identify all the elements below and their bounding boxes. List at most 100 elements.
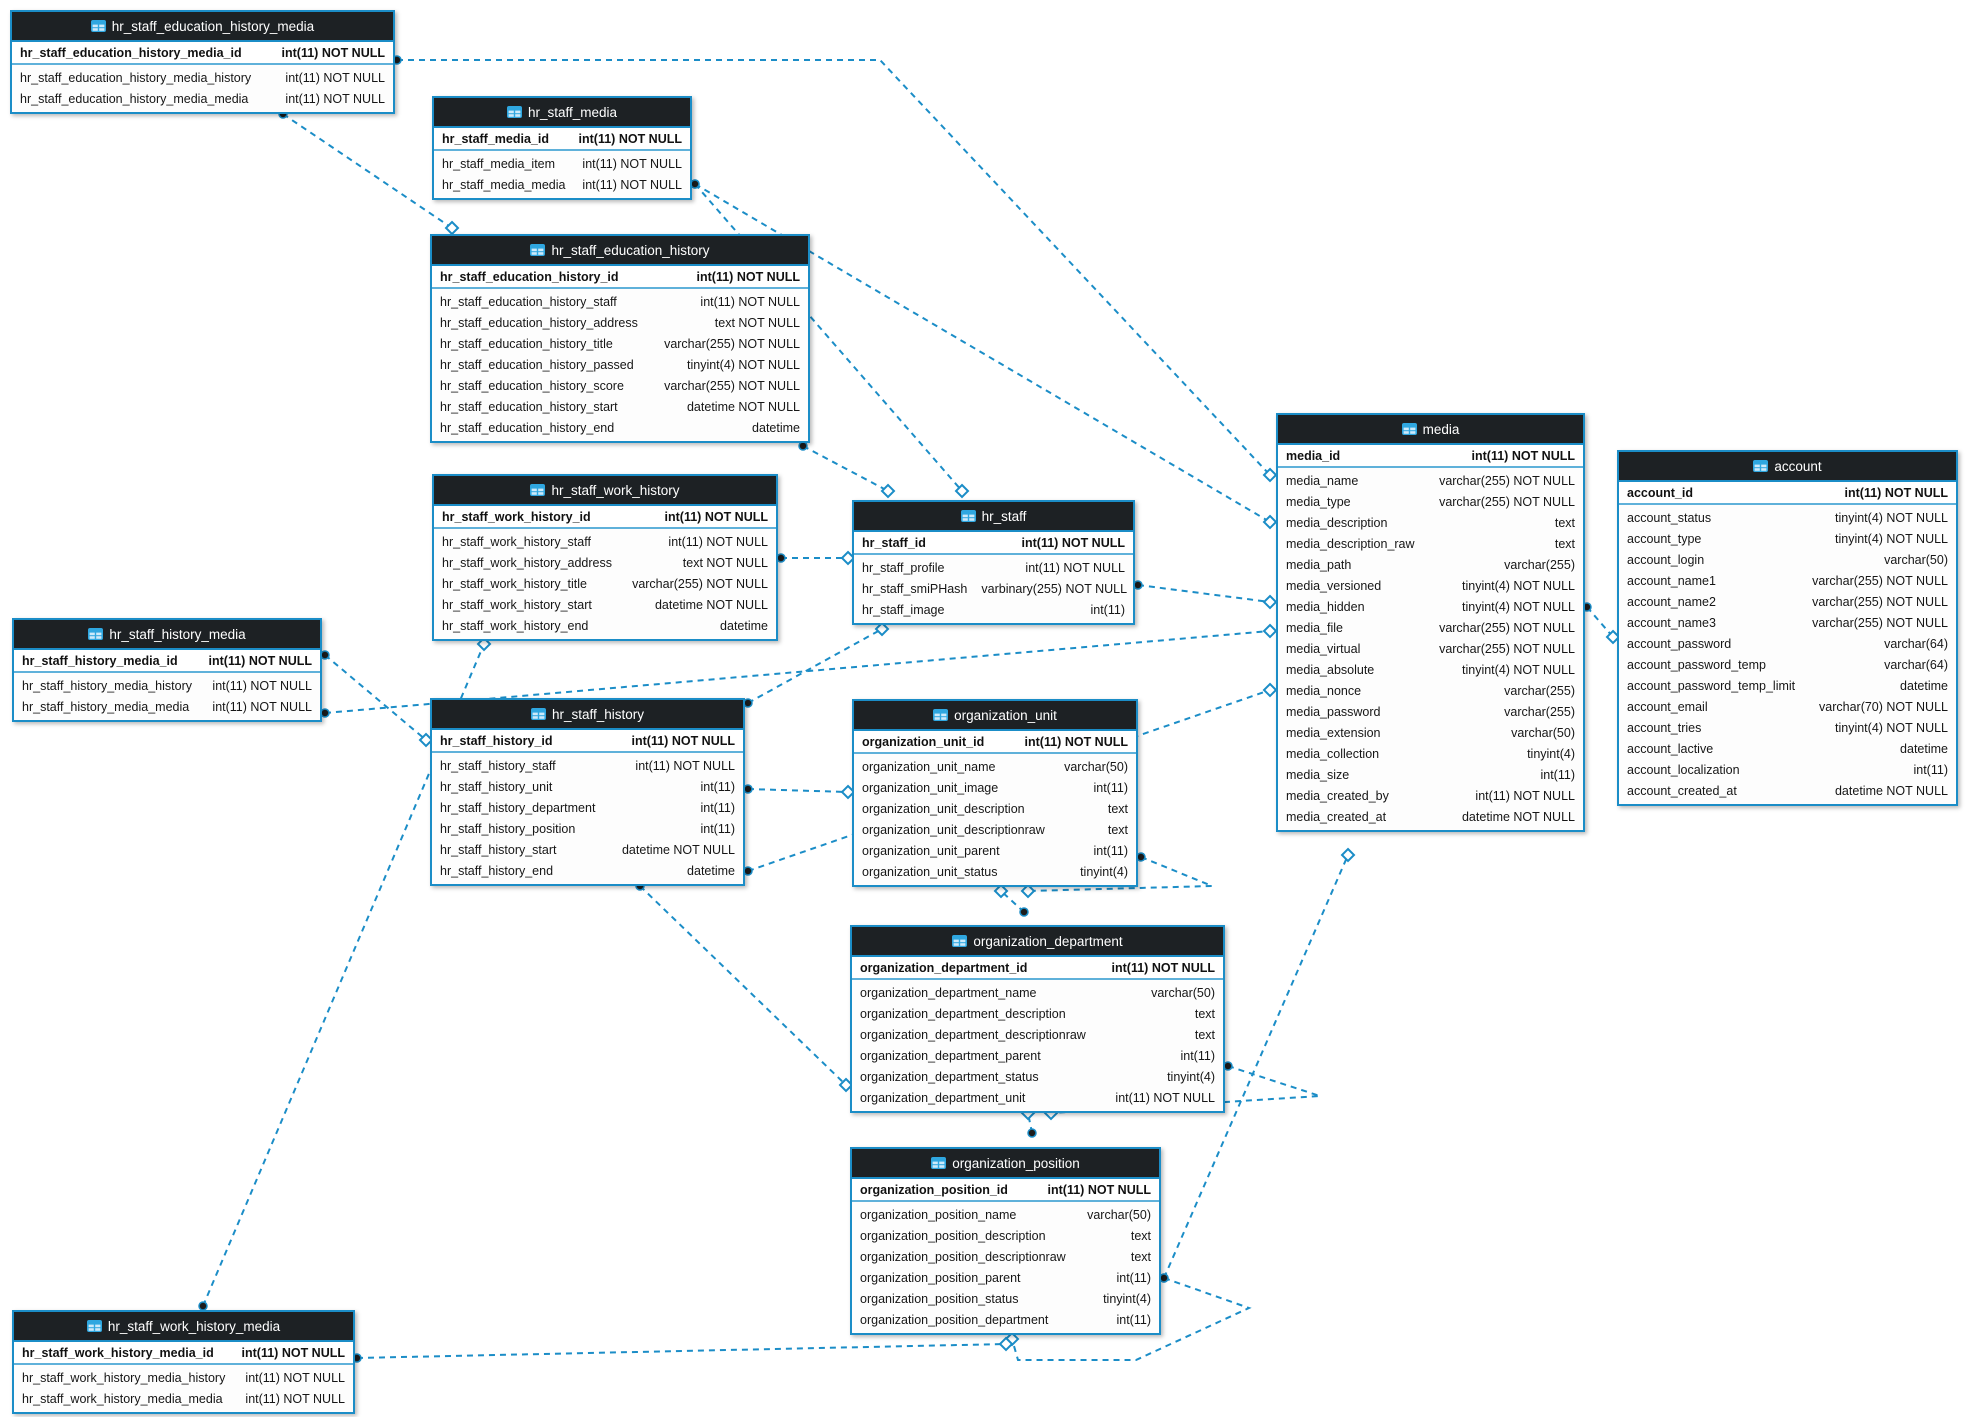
column-row[interactable]: account_name2 varchar(255) NOT NULL — [1619, 591, 1956, 612]
table-hr_staff_media[interactable]: hr_staff_media hr_staff_media_id int(11)… — [432, 96, 692, 200]
column-row[interactable]: hr_staff_work_history_media_history int(… — [14, 1367, 353, 1388]
table-media[interactable]: media media_id int(11) NOT NULL media_na… — [1276, 413, 1585, 832]
column-row[interactable]: organization_position_status tinyint(4) — [852, 1288, 1159, 1309]
column-row[interactable]: account_type tinyint(4) NOT NULL — [1619, 528, 1956, 549]
column-row[interactable]: hr_staff_image int(11) — [854, 599, 1133, 620]
table-hr_staff_work_history[interactable]: hr_staff_work_history hr_staff_work_hist… — [432, 474, 778, 641]
column-row[interactable]: organization_position_description text — [852, 1225, 1159, 1246]
column-row[interactable]: account_password varchar(64) — [1619, 633, 1956, 654]
column-row[interactable]: hr_staff_education_history_media_media i… — [12, 88, 393, 109]
column-row[interactable]: account_localization int(11) — [1619, 759, 1956, 780]
column-row[interactable]: hr_staff_education_history_passed tinyin… — [432, 354, 808, 375]
column-row[interactable]: media_extension varchar(50) — [1278, 722, 1583, 743]
column-row[interactable]: media_name varchar(255) NOT NULL — [1278, 470, 1583, 491]
table-header[interactable]: organization_position — [852, 1149, 1159, 1179]
relationship-hr_staff_work_history-to-hr_staff[interactable] — [776, 550, 856, 566]
column-row[interactable]: hr_staff_media_item int(11) NOT NULL — [434, 153, 690, 174]
column-row[interactable]: media_type varchar(255) NOT NULL — [1278, 491, 1583, 512]
column-row[interactable]: account_status tinyint(4) NOT NULL — [1619, 507, 1956, 528]
table-header[interactable]: hr_staff — [854, 502, 1133, 532]
table-hr_staff[interactable]: hr_staff hr_staff_id int(11) NOT NULL hr… — [852, 500, 1135, 625]
column-row[interactable]: hr_staff_profile int(11) NOT NULL — [854, 557, 1133, 578]
column-row[interactable]: hr_staff_work_history_address text NOT N… — [434, 552, 776, 573]
column-row[interactable]: hr_staff_work_history_start datetime NOT… — [434, 594, 776, 615]
column-row[interactable]: organization_unit_parent int(11) — [854, 840, 1136, 861]
column-row[interactable]: account_name3 varchar(255) NOT NULL — [1619, 612, 1956, 633]
column-row[interactable]: hr_staff_education_history_start datetim… — [432, 396, 808, 417]
column-row[interactable]: media_hidden tinyint(4) NOT NULL — [1278, 596, 1583, 617]
column-row[interactable]: media_absolute tinyint(4) NOT NULL — [1278, 659, 1583, 680]
relationship-hr_staff-to-media[interactable] — [1133, 580, 1278, 610]
relationship-organization_department-to-organization_unit[interactable] — [993, 883, 1029, 917]
relationship-hr_staff_education_history_media-to-media[interactable] — [392, 55, 1278, 483]
column-row[interactable]: organization_department_description text — [852, 1003, 1223, 1024]
column-row[interactable]: media_virtual varchar(255) NOT NULL — [1278, 638, 1583, 659]
column-row[interactable]: hr_staff_history_position int(11) — [432, 818, 743, 839]
column-row[interactable]: organization_unit_status tinyint(4) — [854, 861, 1136, 882]
column-row[interactable]: media_size int(11) — [1278, 764, 1583, 785]
column-row[interactable]: organization_position_parent int(11) — [852, 1267, 1159, 1288]
relationship-organization_unit-to-organization_unit[interactable] — [1020, 852, 1213, 899]
primary-key-row[interactable]: hr_staff_work_history_media_id int(11) N… — [14, 1342, 353, 1365]
table-header[interactable]: organization_unit — [854, 701, 1136, 731]
column-row[interactable]: hr_staff_education_history_score varchar… — [432, 375, 808, 396]
column-row[interactable]: hr_staff_education_history_address text … — [432, 312, 808, 333]
primary-key-row[interactable]: hr_staff_education_history_id int(11) NO… — [432, 266, 808, 289]
table-header[interactable]: hr_staff_education_history_media — [12, 12, 393, 42]
column-row[interactable]: organization_position_name varchar(50) — [852, 1204, 1159, 1225]
relationship-hr_staff_history-to-organization_department[interactable] — [635, 881, 854, 1093]
column-row[interactable]: organization_department_name varchar(50) — [852, 982, 1223, 1003]
primary-key-row[interactable]: organization_department_id int(11) NOT N… — [852, 957, 1223, 980]
table-header[interactable]: account — [1619, 452, 1956, 482]
column-row[interactable]: media_collection tinyint(4) — [1278, 743, 1583, 764]
table-header[interactable]: hr_staff_history — [432, 700, 743, 730]
column-row[interactable]: organization_department_descriptionraw t… — [852, 1024, 1223, 1045]
table-hr_staff_education_history_media[interactable]: hr_staff_education_history_media hr_staf… — [10, 10, 395, 114]
column-row[interactable]: hr_staff_history_department int(11) — [432, 797, 743, 818]
table-header[interactable]: hr_staff_work_history — [434, 476, 776, 506]
column-row[interactable]: account_login varchar(50) — [1619, 549, 1956, 570]
column-row[interactable]: hr_staff_work_history_staff int(11) NOT … — [434, 531, 776, 552]
relationship-hr_staff_work_history_media-to-organization_position[interactable] — [352, 1336, 1014, 1363]
column-row[interactable]: media_created_at datetime NOT NULL — [1278, 806, 1583, 827]
primary-key-row[interactable]: hr_staff_history_id int(11) NOT NULL — [432, 730, 743, 753]
column-row[interactable]: hr_staff_smiPHash varbinary(255) NOT NUL… — [854, 578, 1133, 599]
column-row[interactable]: organization_position_department int(11) — [852, 1309, 1159, 1330]
column-row[interactable]: hr_staff_education_history_end datetime — [432, 417, 808, 438]
column-row[interactable]: organization_department_parent int(11) — [852, 1045, 1223, 1066]
column-row[interactable]: media_nonce varchar(255) — [1278, 680, 1583, 701]
column-row[interactable]: organization_position_descriptionraw tex… — [852, 1246, 1159, 1267]
column-row[interactable]: media_versioned tinyint(4) NOT NULL — [1278, 575, 1583, 596]
column-row[interactable]: organization_unit_name varchar(50) — [854, 756, 1136, 777]
column-row[interactable]: media_path varchar(255) — [1278, 554, 1583, 575]
primary-key-row[interactable]: hr_staff_education_history_media_id int(… — [12, 42, 393, 65]
primary-key-row[interactable]: hr_staff_work_history_id int(11) NOT NUL… — [434, 506, 776, 529]
table-account[interactable]: account account_id int(11) NOT NULL acco… — [1617, 450, 1958, 806]
column-row[interactable]: media_password varchar(255) — [1278, 701, 1583, 722]
column-row[interactable]: hr_staff_history_unit int(11) — [432, 776, 743, 797]
relationship-hr_staff_history-to-organization_unit[interactable] — [743, 784, 856, 800]
relationship-hr_staff_education_history-to-hr_staff[interactable] — [798, 441, 896, 499]
column-row[interactable]: account_password_temp varchar(64) — [1619, 654, 1956, 675]
primary-key-row[interactable]: hr_staff_id int(11) NOT NULL — [854, 532, 1133, 555]
table-header[interactable]: hr_staff_education_history — [432, 236, 808, 266]
table-header[interactable]: hr_staff_history_media — [14, 620, 320, 650]
column-row[interactable]: account_tries tinyint(4) NOT NULL — [1619, 717, 1956, 738]
column-row[interactable]: organization_unit_description text — [854, 798, 1136, 819]
relationship-hr_staff_history-to-hr_staff[interactable] — [743, 621, 890, 708]
primary-key-row[interactable]: media_id int(11) NOT NULL — [1278, 445, 1583, 468]
column-row[interactable]: hr_staff_education_history_media_history… — [12, 67, 393, 88]
table-header[interactable]: organization_department — [852, 927, 1223, 957]
column-row[interactable]: hr_staff_education_history_staff int(11)… — [432, 291, 808, 312]
column-row[interactable]: hr_staff_history_media_history int(11) N… — [14, 675, 320, 696]
table-organization_department[interactable]: organization_department organization_dep… — [850, 925, 1225, 1113]
column-row[interactable]: hr_staff_history_end datetime — [432, 860, 743, 881]
relationship-hr_staff_history_media-to-hr_staff_history[interactable] — [320, 650, 434, 748]
column-row[interactable]: organization_department_status tinyint(4… — [852, 1066, 1223, 1087]
column-row[interactable]: media_file varchar(255) NOT NULL — [1278, 617, 1583, 638]
column-row[interactable]: media_created_by int(11) NOT NULL — [1278, 785, 1583, 806]
table-hr_staff_history[interactable]: hr_staff_history hr_staff_history_id int… — [430, 698, 745, 886]
column-row[interactable]: hr_staff_history_staff int(11) NOT NULL — [432, 755, 743, 776]
table-organization_unit[interactable]: organization_unit organization_unit_id i… — [852, 699, 1138, 887]
column-row[interactable]: account_name1 varchar(255) NOT NULL — [1619, 570, 1956, 591]
